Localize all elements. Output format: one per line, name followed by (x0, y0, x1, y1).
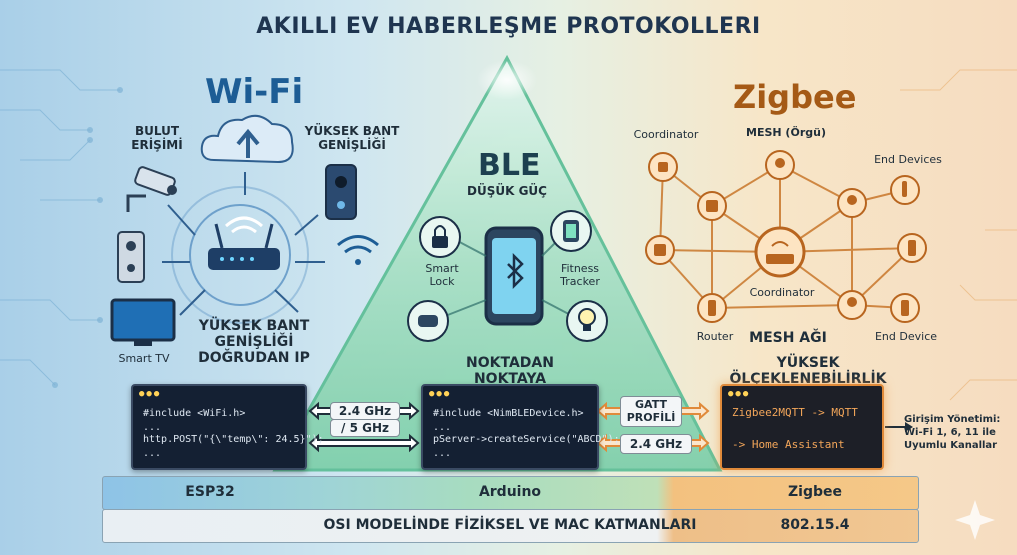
interference-note: Girişim Yönetimi: Wi-Fi 1, 6, 11 ile Uyu… (904, 414, 1001, 451)
wifi-heading: Wi-Fi (205, 72, 304, 112)
freq-24-left: 2.4 GHz (330, 402, 400, 420)
code-line: -> Home Assistant (732, 438, 845, 451)
arduino-label: Arduino (478, 484, 542, 500)
code-line: pServer->createService("ABCD"); (433, 434, 620, 445)
end-device-label: End Device (874, 330, 938, 343)
smart-lock-label: Smart Lock (425, 262, 459, 288)
code-line: ... (433, 422, 452, 433)
fitness-tracker-label: Fitness Tracker (560, 262, 600, 288)
standard-label: 802.15.4 (780, 517, 850, 533)
zigbee-heading: Zigbee (733, 78, 857, 116)
code-line: ... (143, 448, 162, 459)
osi-band (102, 509, 919, 543)
mesh-top-label: MESH (Örgü) (746, 126, 826, 139)
end-devices-top-label: End Devices (874, 153, 942, 166)
gatt-profile-pill: GATT PROFİLİ (620, 396, 682, 427)
freq-24-right: 2.4 GHz (620, 434, 692, 454)
esp32-label: ESP32 (185, 484, 235, 500)
window-dots-icon: ●●● (139, 389, 162, 399)
low-power-label: DÜŞÜK GÜÇ (467, 184, 547, 198)
coordinator-center-label: Coordinator (749, 286, 815, 299)
router-label: Router (696, 330, 734, 343)
platform-band (102, 476, 919, 510)
window-dots-icon: ●●● (429, 389, 452, 399)
code-line: ... (433, 448, 452, 459)
p2p-label: NOKTADAN NOKTAYA (466, 355, 554, 387)
bandwidth-top-label: YÜKSEK BANT GENİŞLİĞİ (304, 124, 400, 152)
zigbee-band-label: Zigbee (788, 484, 842, 500)
code-line: ... (143, 422, 162, 433)
ble-heading: BLE (478, 148, 541, 183)
page-title: AKILLI EV HABERLEŞME PROTOKOLLERI (256, 14, 761, 39)
ble-code-box: ●●● #include <NimBLEDevice.h> ... pServe… (421, 384, 620, 470)
osi-label: OSI MODELİNDE FİZİKSEL VE MAC KATMANLARI (323, 517, 697, 533)
window-dots-icon: ●●● (728, 389, 751, 399)
code-line: Zigbee2MQTT -> MQTT (732, 406, 858, 419)
code-line: #include <NimBLEDevice.h> (433, 408, 584, 419)
freq-5-left: / 5 GHz (330, 419, 400, 437)
direct-ip-label: YÜKSEK BANT GENİŞLİĞİ DOĞRUDAN IP (198, 318, 310, 366)
code-line: #include <WiFi.h> (143, 408, 246, 419)
coordinator-top-label: Coordinator (633, 128, 699, 141)
mesh-network-label: MESH AĞI (749, 330, 827, 346)
cloud-access-label: BULUT ERİŞİMİ (131, 124, 183, 152)
code-line: http.POST("{\"temp\": 24.5}"); (143, 434, 324, 445)
zigbee-code-box: ●●● Zigbee2MQTT -> MQTT -> Home Assistan… (720, 384, 884, 470)
smart-tv-label: Smart TV (118, 352, 170, 365)
scalability-label: YÜKSEK ÖLÇEKLENEBİLİRLİK (729, 355, 887, 387)
wifi-code-box: ●●● #include <WiFi.h> ... http.POST("{\"… (131, 384, 324, 470)
